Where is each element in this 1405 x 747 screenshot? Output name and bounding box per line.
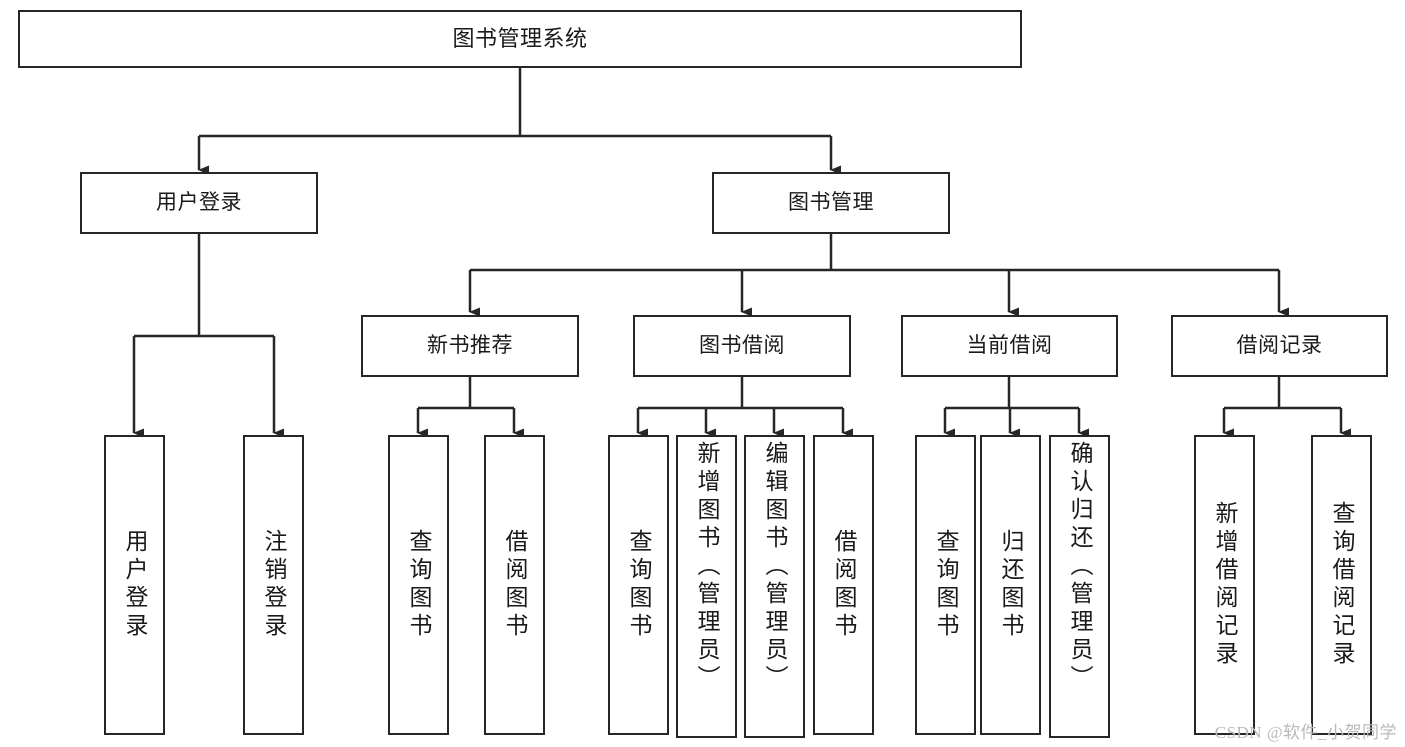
leaf-query-borrowing-record[interactable]: 查询借阅记录 xyxy=(1311,435,1372,735)
leaf-query-books-recommendation[interactable]: 查询图书 xyxy=(388,435,449,735)
node-label: 查询图书 xyxy=(933,529,959,641)
node-new-book-recommendation[interactable]: 新书推荐 xyxy=(361,315,579,377)
node-label: 查询借阅记录 xyxy=(1329,501,1355,669)
node-label: 新书推荐 xyxy=(427,333,513,357)
node-label: 用户登录 xyxy=(122,529,148,641)
node-label: 用户登录 xyxy=(156,190,242,214)
node-label: 编辑图书（管理员） xyxy=(762,441,788,693)
leaf-return-books[interactable]: 归还图书 xyxy=(980,435,1041,735)
leaf-borrow-books-recommendation[interactable]: 借阅图书 xyxy=(484,435,545,735)
node-book-borrowing[interactable]: 图书借阅 xyxy=(633,315,851,377)
node-label: 确认归还（管理员） xyxy=(1067,441,1093,693)
node-label: 查询图书 xyxy=(406,529,432,641)
node-borrowing-records[interactable]: 借阅记录 xyxy=(1171,315,1388,377)
leaf-confirm-return-admin[interactable]: 确认归还（管理员） xyxy=(1049,435,1110,738)
node-book-management[interactable]: 图书管理 xyxy=(712,172,950,234)
leaf-logout[interactable]: 注销登录 xyxy=(243,435,304,735)
node-label: 借阅图书 xyxy=(831,529,857,641)
node-label: 借阅记录 xyxy=(1236,333,1323,357)
leaf-user-login[interactable]: 用户登录 xyxy=(104,435,165,735)
node-label: 新增图书（管理员） xyxy=(694,441,720,693)
leaf-query-books-current[interactable]: 查询图书 xyxy=(915,435,976,735)
node-user-login[interactable]: 用户登录 xyxy=(80,172,318,234)
leaf-edit-book-admin[interactable]: 编辑图书（管理员） xyxy=(744,435,805,738)
leaf-add-borrowing-record[interactable]: 新增借阅记录 xyxy=(1194,435,1255,735)
node-label: 借阅图书 xyxy=(502,529,528,641)
watermark-text: CSDN @软件_小贺同学 xyxy=(1214,723,1397,742)
node-label: 图书管理系统 xyxy=(452,26,588,52)
node-label: 查询图书 xyxy=(626,529,652,641)
leaf-borrow-books-borrowing[interactable]: 借阅图书 xyxy=(813,435,874,735)
leaf-query-books-borrowing[interactable]: 查询图书 xyxy=(608,435,669,735)
node-label: 新增借阅记录 xyxy=(1212,501,1238,669)
node-label: 图书管理 xyxy=(788,190,874,214)
node-current-borrowing[interactable]: 当前借阅 xyxy=(901,315,1118,377)
node-root-book-management-system[interactable]: 图书管理系统 xyxy=(18,10,1022,68)
node-label: 归还图书 xyxy=(998,529,1024,641)
node-label: 图书借阅 xyxy=(699,333,785,357)
node-label: 当前借阅 xyxy=(966,333,1053,357)
node-label: 注销登录 xyxy=(261,529,287,641)
leaf-add-book-admin[interactable]: 新增图书（管理员） xyxy=(676,435,737,738)
